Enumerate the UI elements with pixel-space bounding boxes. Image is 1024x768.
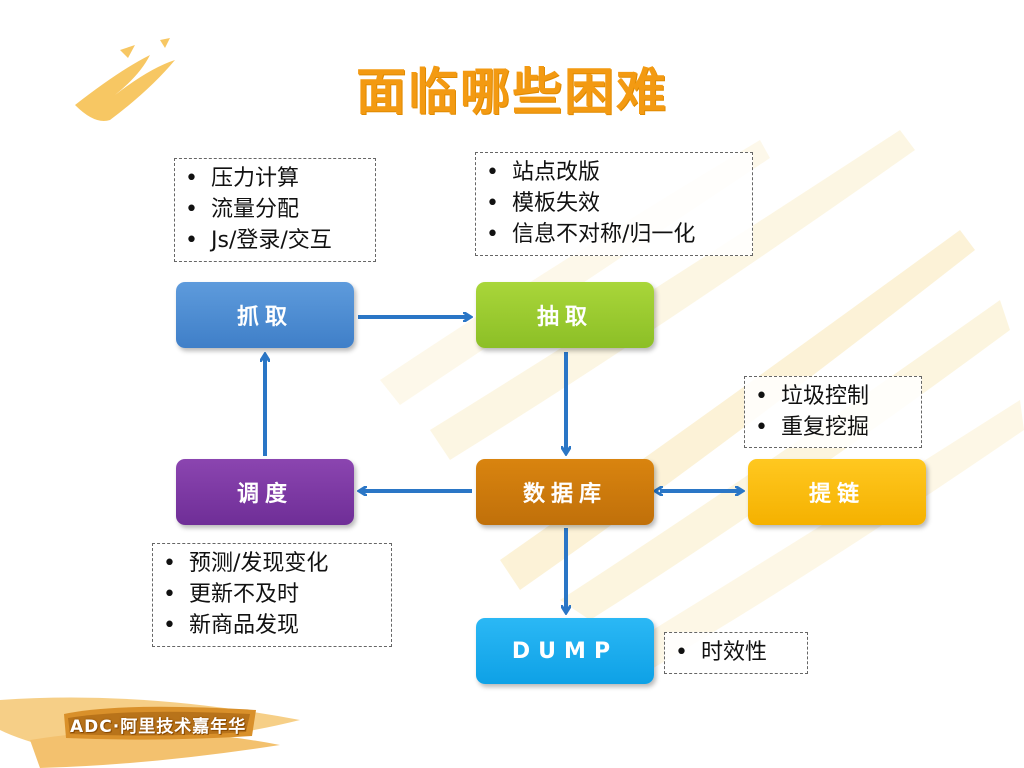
list-item: •模板失效 <box>486 191 601 216</box>
list-item: •更新不及时 <box>163 582 300 607</box>
list-item: •压力计算 <box>185 166 300 191</box>
page-title: 面临哪些困难 <box>356 63 668 121</box>
list-item: •垃圾控制 <box>755 384 870 409</box>
note-schedule: •预测/发现变化 •更新不及时 •新商品发现 <box>152 543 392 647</box>
node-database: 数据库 <box>476 459 654 525</box>
node-crawl: 抓取 <box>176 282 354 348</box>
note-dump: •时效性 <box>664 632 808 674</box>
list-item: •流量分配 <box>185 197 300 222</box>
list-item: •站点改版 <box>486 160 601 185</box>
note-crawl: •压力计算 •流量分配 •Js/登录/交互 <box>174 158 376 262</box>
node-link: 提链 <box>748 459 926 525</box>
list-item: •Js/登录/交互 <box>185 228 332 253</box>
list-item: •重复挖掘 <box>755 415 870 440</box>
logo-text: ADC·阿里技术嘉年华 <box>70 717 247 737</box>
list-item: •新商品发现 <box>163 613 300 638</box>
list-item: •信息不对称/归一化 <box>486 222 696 247</box>
list-item: •预测/发现变化 <box>163 551 329 576</box>
node-dump: DUMP <box>476 618 654 684</box>
list-item: •时效性 <box>675 640 768 665</box>
note-extract: •站点改版 •模板失效 •信息不对称/归一化 <box>475 152 753 256</box>
node-extract: 抽取 <box>476 282 654 348</box>
adc-logo-badge <box>64 706 256 740</box>
node-schedule: 调度 <box>176 459 354 525</box>
note-link: •垃圾控制 •重复挖掘 <box>744 376 922 448</box>
